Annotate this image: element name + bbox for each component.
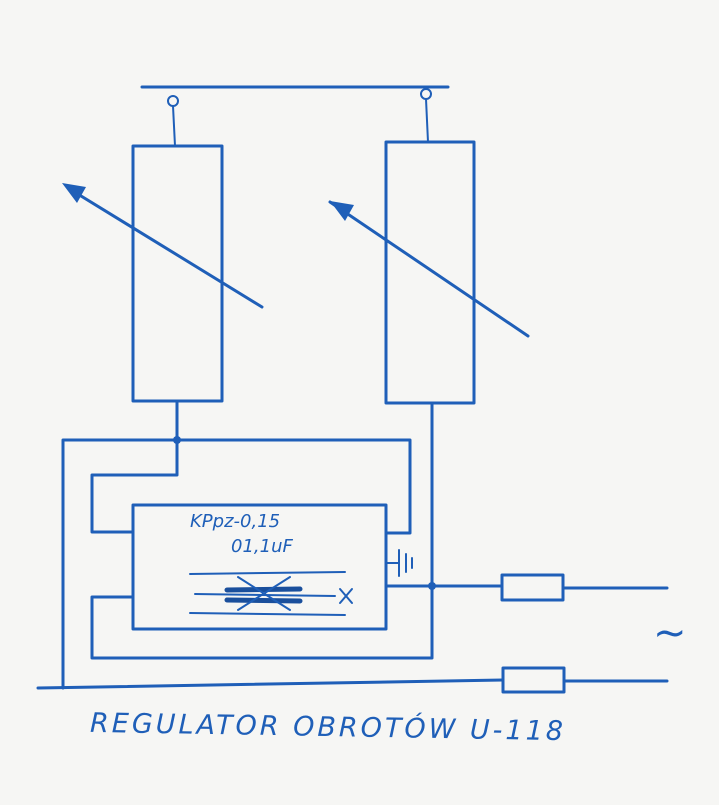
outer-left-wire (61, 438, 179, 690)
right-arrowhead (330, 201, 354, 221)
cross-mark-b (339, 588, 353, 604)
right-variable-arrow (328, 200, 530, 338)
inner-line-bottom (189, 612, 346, 616)
upper-resistor (500, 573, 565, 602)
inner-cross-b (237, 576, 291, 611)
top-loop-wire (175, 438, 412, 535)
left-arrowhead (62, 183, 86, 203)
component-box (131, 503, 388, 631)
left-terminal-lead (172, 105, 176, 147)
inner-plate-top (224, 586, 303, 593)
right-terminal-lead (425, 98, 429, 143)
ac-source-symbol: ~ (653, 610, 687, 656)
component-part-label: KPpz-0,15 (190, 511, 281, 532)
right-terminal (420, 88, 432, 100)
left-variable-arrow (66, 186, 264, 309)
output-junction-dot (428, 582, 436, 590)
inner-mid-line (194, 593, 336, 597)
lower-resistor (501, 666, 566, 694)
inner-left-wire (90, 438, 179, 534)
inner-line-top (189, 571, 346, 575)
right-resistor-wire (90, 401, 434, 660)
capacitor-value-label: 01,1uF (231, 536, 293, 557)
inner-plate-bottom (224, 597, 303, 604)
left-terminal (167, 95, 179, 107)
bottom-output-wire (36, 678, 505, 690)
right-variable-resistor (384, 140, 476, 405)
